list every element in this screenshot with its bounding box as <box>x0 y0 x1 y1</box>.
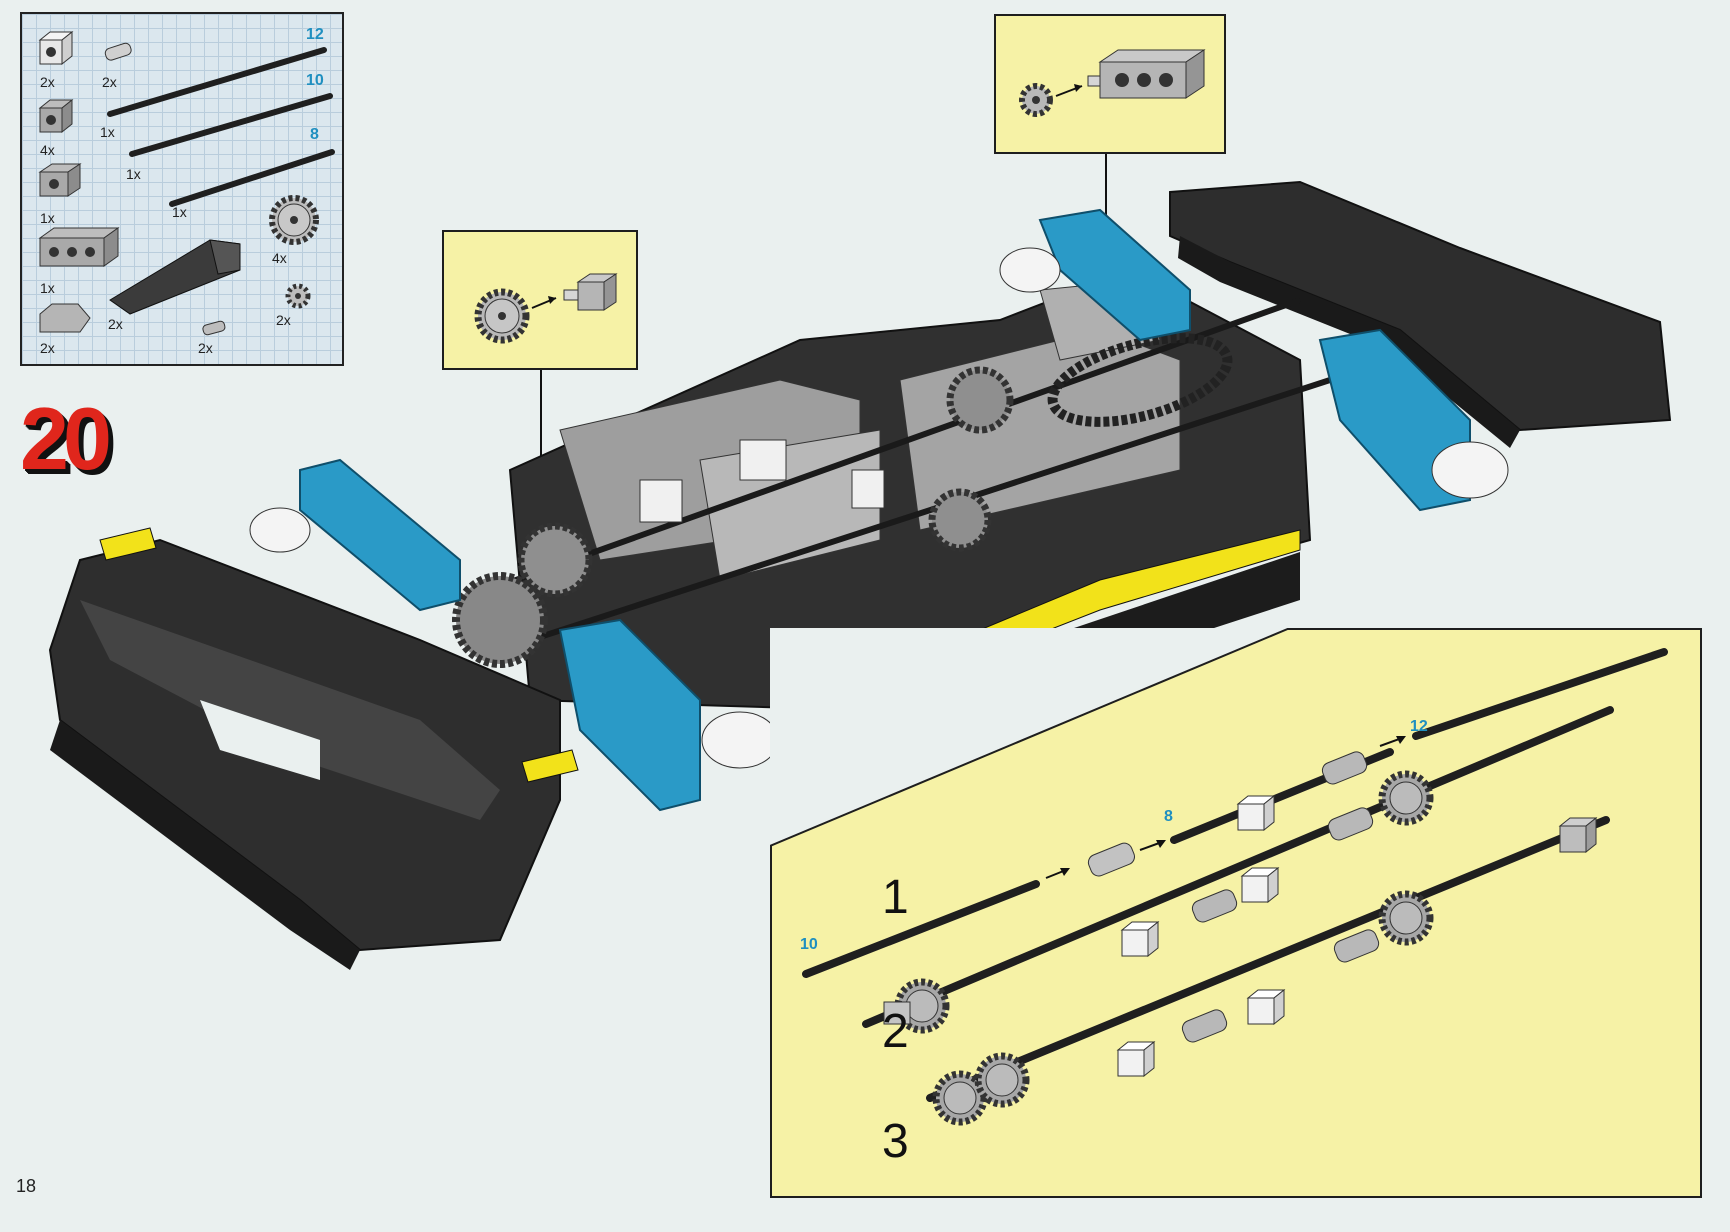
parts-qty: 1x <box>126 166 141 182</box>
axle-length-label: 10 <box>800 936 818 953</box>
brick-1x1-hole-icon <box>38 30 74 66</box>
brick-1x1-axle-icon <box>1116 1040 1156 1078</box>
brick-1x4-holes-icon <box>38 227 120 267</box>
brick-1x2-hole-icon <box>38 163 82 197</box>
parts-qty: 2x <box>108 316 123 332</box>
substep-number: 2 <box>882 1005 909 1058</box>
brick-1x1-axle-icon <box>1120 920 1160 958</box>
axle-length-label: 8 <box>310 126 319 143</box>
axle-12-icon <box>1412 648 1668 740</box>
gear-24-icon <box>1378 770 1434 826</box>
axle-length-label: 10 <box>306 72 324 89</box>
axle-connector-icon <box>1191 889 1238 923</box>
axle-connector-icon <box>1087 842 1135 877</box>
axle-12-icon <box>107 47 327 117</box>
brick-1x1-hole-icon <box>38 98 74 134</box>
step-number: 20 <box>20 389 112 488</box>
gear-24-icon <box>1378 890 1434 946</box>
callout-gear-brick-art <box>474 273 618 344</box>
axle-connector-icon <box>1321 751 1368 785</box>
parts-qty: 4x <box>272 250 287 266</box>
brick-1x1-axle-icon <box>1240 866 1280 904</box>
assembled-axle <box>862 706 1614 1028</box>
axle-connector-icon <box>104 42 132 61</box>
gear-8-icon <box>1019 83 1053 117</box>
callout-gear-brick <box>442 230 638 370</box>
front-wing <box>48 527 579 970</box>
parts-qty: 4x <box>40 142 55 158</box>
parts-qty: 1x <box>40 210 55 226</box>
gear-24-icon <box>974 1052 1030 1108</box>
axle-10-icon <box>129 93 333 157</box>
brick-1x1-axle-icon <box>563 273 618 311</box>
parts-qty: 1x <box>40 280 55 296</box>
substep-number: 3 <box>882 1115 909 1168</box>
axle-connector-icon <box>1181 1009 1228 1043</box>
suspension-front-right <box>299 458 701 812</box>
parts-qty: 2x <box>40 340 55 356</box>
parts-qty: 1x <box>172 204 187 220</box>
axle-length-label: 12 <box>1410 718 1428 735</box>
slope-brick-icon <box>39 303 91 333</box>
callout-gear-beam-art <box>1019 49 1206 117</box>
gear-24-icon <box>269 195 319 245</box>
axle-8-icon <box>169 149 335 207</box>
subassembly-box: 12 8 10 1 2 3 <box>770 628 1702 1198</box>
gear-24-icon <box>474 288 530 344</box>
axle-length-label: 12 <box>306 26 324 43</box>
wheel-hub <box>249 247 1509 769</box>
substep-number: 1 <box>882 871 909 924</box>
axle-pin-icon <box>202 320 226 336</box>
brick-1x4-holes-icon <box>1087 49 1206 99</box>
callout-gear-beam <box>994 14 1226 154</box>
parts-qty: 2x <box>276 312 291 328</box>
assembled-axle <box>926 816 1610 1102</box>
parts-qty: 2x <box>102 74 117 90</box>
rear-wing <box>1169 180 1672 448</box>
parts-qty: 2x <box>198 340 213 356</box>
parts-list-art <box>38 30 335 336</box>
parts-qty: 2x <box>40 74 55 90</box>
page-number: 18 <box>16 1176 37 1196</box>
brick-1x1-axle-icon <box>1236 794 1276 832</box>
axle-connector-icon <box>1333 929 1380 963</box>
parts-list-box: 2x 2x 4x 1x 1x 1x 1x 4x 1x 2x 2x 2x 2x 1… <box>20 12 344 366</box>
axle-10-icon <box>802 880 1040 978</box>
axle-length-label: 8 <box>1164 808 1173 825</box>
wedge-brick-icon <box>109 239 241 315</box>
brick-1x1-axle-icon <box>1246 988 1286 1026</box>
subassembly-art <box>770 628 1668 1126</box>
axle-connector-icon <box>1327 807 1374 841</box>
parts-qty: 1x <box>100 124 115 140</box>
gear-8-icon <box>285 283 311 309</box>
brick-1x1-axle-icon <box>1558 816 1598 854</box>
